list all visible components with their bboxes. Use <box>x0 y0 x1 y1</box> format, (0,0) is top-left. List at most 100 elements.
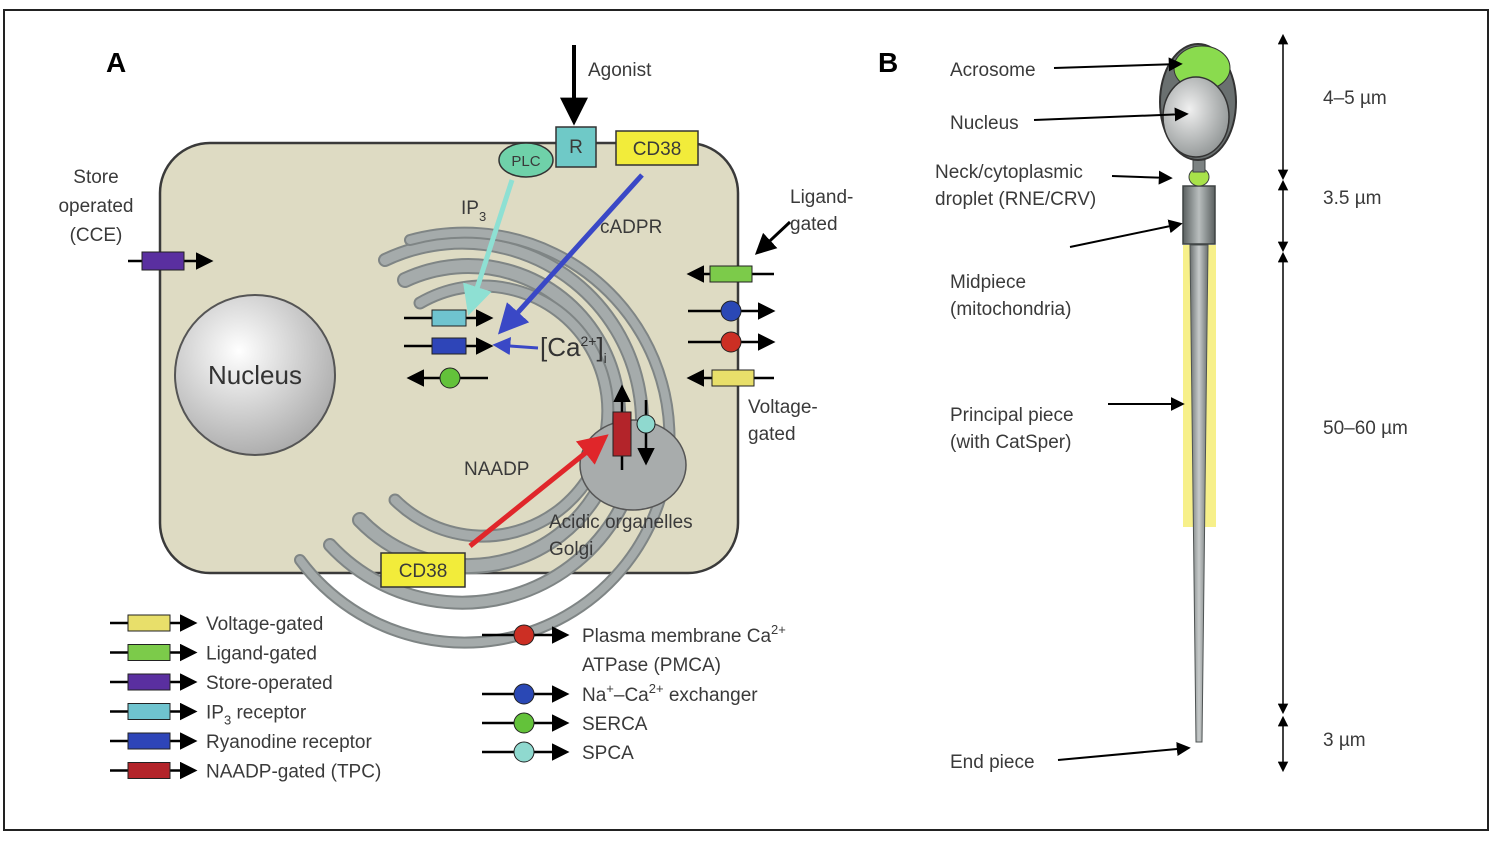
store-operated-channel <box>128 251 214 271</box>
dim-end-label: 3 µm <box>1323 730 1366 751</box>
legend-channel-label: Store-operated <box>206 673 333 694</box>
ligand-gated-label: Ligand- gated <box>790 187 853 235</box>
svg-text:(CCE): (CCE) <box>70 225 123 246</box>
exchanger-pump <box>688 300 776 322</box>
legend-channel-item: Voltage-gated <box>110 614 323 635</box>
sperm-tail <box>1189 244 1209 743</box>
dim-neck-label: 3.5 µm <box>1323 188 1381 209</box>
panel-b-letter: B <box>878 47 898 78</box>
end-piece-label: End piece <box>950 752 1035 773</box>
legend-pump-item: SERCA <box>482 712 648 735</box>
store-operated-label: Store operated (CCE) <box>58 167 133 246</box>
sperm-neck <box>1192 159 1206 173</box>
svg-text:Ligand-: Ligand- <box>790 187 853 208</box>
midpiece-label: Midpiece (mitochondria) <box>950 272 1071 320</box>
cd38-top-label: CD38 <box>633 139 682 160</box>
nucleus <box>174 294 336 456</box>
legend-channel-swatch <box>127 703 171 720</box>
midpiece-arrow <box>1069 219 1183 248</box>
legend-channel-item: Ryanodine receptor <box>110 732 372 753</box>
legend-channel-item: Store-operated <box>110 673 333 694</box>
legend-channel-label: Voltage-gated <box>206 614 323 635</box>
legend-channel-item: Ligand-gated <box>110 644 317 665</box>
legend-channel-swatch <box>127 673 171 691</box>
svg-text:gated: gated <box>748 424 796 445</box>
agonist-label: Agonist <box>588 60 652 81</box>
legend-pump-swatch <box>513 683 535 705</box>
neck-arrow <box>1111 170 1173 185</box>
plc-enzyme <box>498 142 554 178</box>
ligand-gated-channel <box>686 265 774 283</box>
svg-text:(with CatSper): (with CatSper) <box>950 432 1071 453</box>
cd38-top-box <box>615 130 699 166</box>
legend-channel-swatch <box>127 614 171 632</box>
svg-text:Principal piece: Principal piece <box>950 405 1074 426</box>
receptor-box <box>555 126 597 168</box>
pmca-pump <box>688 331 776 353</box>
panel-a-letter: A <box>106 47 126 78</box>
midpiece <box>1182 185 1216 245</box>
naadp-arrow <box>468 434 609 548</box>
svg-text:Voltage-: Voltage- <box>748 397 818 418</box>
legend-pump-item: Na+–Ca2+ exchanger <box>482 681 758 706</box>
legend-pump-swatch <box>513 741 535 763</box>
receptor-label: R <box>569 137 583 158</box>
cd38-bottom-box <box>380 552 466 588</box>
svg-text:gated: gated <box>790 214 838 235</box>
acidic-organelle <box>579 419 687 511</box>
legend-channel-label: NAADP-gated (TPC) <box>206 762 381 783</box>
svg-text:Midpiece: Midpiece <box>950 272 1026 293</box>
naadp-label: NAADP <box>464 459 529 480</box>
sperm-nucleus <box>1162 76 1230 158</box>
cadpr-arrow <box>497 173 644 335</box>
spca-pump <box>636 400 656 466</box>
cd38-bottom-label: CD38 <box>399 561 448 582</box>
nucleus-label: Nucleus <box>208 360 302 390</box>
legend-channel-swatch <box>127 644 171 661</box>
svg-text:Neck/cytoplasmic: Neck/cytoplasmic <box>935 162 1083 183</box>
svg-text:Store: Store <box>73 167 118 188</box>
legend-channel-item: IP3 receptor <box>110 703 307 728</box>
plc-label: PLC <box>511 153 540 170</box>
legend-channel-label: Ligand-gated <box>206 644 317 665</box>
legend-pump-swatch <box>513 624 535 646</box>
legend-pump-label: Plasma membrane Ca2+ <box>582 622 786 647</box>
legend-pump-item: Plasma membrane Ca2+ ATPase (PMCA) <box>482 622 786 676</box>
ligand-arrow <box>754 220 792 255</box>
ip3-arrow <box>463 179 515 316</box>
svg-text:Acidic organelles: Acidic organelles <box>549 512 693 533</box>
svg-text:(mitochondria): (mitochondria) <box>950 299 1071 320</box>
tpc-channel <box>612 384 632 470</box>
legend-pump-label: SPCA <box>582 743 634 764</box>
ip3-label: IP3 <box>461 198 486 224</box>
panel-b: B Acrosome Nucleus Neck/cytoplasmic drop… <box>878 33 1408 773</box>
legend-pump-label: Na+–Ca2+ exchanger <box>582 681 758 706</box>
legend-pump-label: ATPase (PMCA) <box>582 655 721 676</box>
principal-piece-label: Principal piece (with CatSper) <box>950 405 1074 453</box>
legend-pump-item: SPCA <box>482 741 634 764</box>
legend-channel-swatch <box>127 732 171 750</box>
svg-text:operated: operated <box>58 196 133 217</box>
svg-text:Golgi: Golgi <box>549 539 593 560</box>
legend-pump-label: SERCA <box>582 714 648 735</box>
organelles-label: Acidic organelles Golgi <box>549 512 693 560</box>
sperm-cell <box>1159 43 1237 743</box>
voltage-gated-label: Voltage- gated <box>748 397 818 445</box>
dim-principal-label: 50–60 µm <box>1323 418 1408 439</box>
acrosome-arrow <box>1053 57 1183 72</box>
svg-text:droplet (RNE/CRV): droplet (RNE/CRV) <box>935 189 1096 210</box>
panel-a: A Nucleus Agonist PLC R CD38 IP3 <box>58 45 853 649</box>
neck-label: Neck/cytoplasmic droplet (RNE/CRV) <box>935 162 1096 210</box>
cadpr-label: cADPR <box>600 217 662 238</box>
ryanodine-receptor-channel <box>404 337 494 355</box>
legend-channels: Voltage-gatedLigand-gatedStore-operatedI… <box>110 614 381 783</box>
end-piece-arrow <box>1057 742 1191 761</box>
nucleus-b-arrow <box>1033 107 1189 122</box>
ca-label: [Ca2+]i <box>540 332 607 366</box>
legend-pumps: Plasma membrane Ca2+ ATPase (PMCA) Na+–Ca2… <box>482 622 786 764</box>
legend-channel-item: NAADP-gated (TPC) <box>110 762 381 783</box>
nucleus-b-label: Nucleus <box>950 113 1019 134</box>
acrosome-label: Acrosome <box>950 60 1036 81</box>
dim-head-label: 4–5 µm <box>1323 88 1387 109</box>
